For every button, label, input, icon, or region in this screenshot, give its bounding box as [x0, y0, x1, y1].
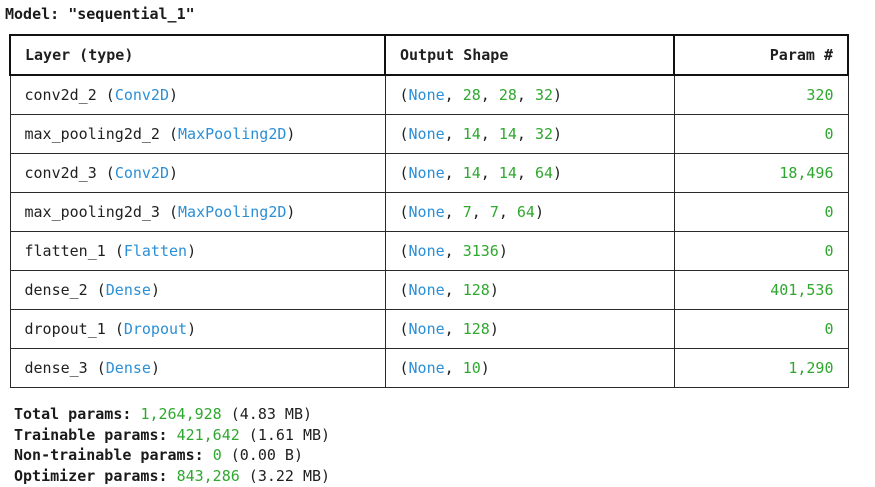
param-count-cell: 401,536 — [673, 269, 849, 310]
table-row: dense_3 (Dense)(None, 10)1,290 — [9, 347, 849, 388]
params-total-row: Trainable params: 421,642 (1.61 MB) — [14, 425, 330, 446]
output-shape-cell: (None, 14, 14, 64) — [384, 152, 675, 193]
layer-type: Dense — [105, 280, 151, 299]
table-header-row: Layer (type) Output Shape Param # — [9, 34, 849, 76]
table-row: dense_2 (Dense)(None, 128)401,536 — [9, 269, 849, 310]
params-value: 421,642 — [176, 425, 240, 444]
shape-dim: 14 — [462, 124, 481, 143]
param-count-cell: 0 — [673, 230, 849, 271]
params-size: (0.00 B) — [221, 446, 303, 464]
layer-type: Conv2D — [114, 163, 169, 182]
params-size: (4.83 MB) — [221, 405, 313, 423]
output-shape-cell: (None, 14, 14, 32) — [384, 113, 675, 154]
shape-dim: None — [408, 85, 445, 104]
layer-type: Flatten — [123, 241, 188, 260]
shape-dim: None — [408, 358, 445, 377]
layer-name: flatten_1 — [24, 241, 115, 260]
layer-name: dropout_1 — [24, 319, 115, 338]
params-totals: Total params: 1,264,928 (4.83 MB)Trainab… — [14, 404, 330, 486]
layer-cell: dense_3 (Dense) — [9, 347, 386, 388]
params-size: (3.22 MB) — [239, 466, 331, 485]
layer-type: Conv2D — [114, 85, 169, 104]
layer-name: max_pooling2d_3 — [24, 202, 169, 221]
layer-name: conv2d_3 — [24, 163, 106, 182]
header-param-count: Param # — [673, 34, 849, 76]
layer-type: MaxPooling2D — [178, 124, 287, 143]
header-output-shape: Output Shape — [384, 34, 675, 76]
param-count-cell: 0 — [673, 113, 849, 154]
layer-type: Dense — [105, 358, 151, 377]
shape-dim: 14 — [498, 124, 517, 143]
shape-dim: None — [408, 163, 445, 182]
shape-dim: 10 — [462, 358, 481, 377]
params-label: Optimizer params: — [14, 466, 177, 485]
shape-dim: 7 — [489, 202, 499, 221]
shape-dim: 64 — [516, 202, 535, 221]
shape-dim: 7 — [462, 202, 472, 221]
output-shape-cell: (None, 7, 7, 64) — [384, 191, 675, 232]
layer-cell: flatten_1 (Flatten) — [9, 230, 386, 271]
table-row: flatten_1 (Flatten)(None, 3136)0 — [9, 230, 849, 271]
params-value: 843,286 — [176, 466, 240, 485]
model-title: Model: "sequential_1" — [5, 5, 195, 23]
params-size: (1.61 MB) — [239, 425, 331, 444]
layer-cell: max_pooling2d_2 (MaxPooling2D) — [9, 113, 386, 154]
layer-type: MaxPooling2D — [178, 202, 287, 221]
shape-dim: 3136 — [462, 241, 499, 260]
params-label: Total params: — [14, 405, 141, 423]
shape-dim: 128 — [462, 280, 490, 299]
table-row: max_pooling2d_3 (MaxPooling2D)(None, 7, … — [9, 191, 849, 232]
table-row: max_pooling2d_2 (MaxPooling2D)(None, 14,… — [9, 113, 849, 154]
shape-dim: None — [408, 241, 445, 260]
layer-name: max_pooling2d_2 — [24, 124, 169, 143]
shape-dim: 14 — [498, 163, 517, 182]
param-count-cell: 18,496 — [673, 152, 849, 193]
shape-dim: None — [408, 280, 445, 299]
shape-dim: 28 — [498, 85, 517, 104]
header-layer-type: Layer (type) — [9, 34, 386, 76]
param-count-cell: 320 — [673, 74, 849, 115]
shape-dim: 32 — [534, 124, 554, 143]
output-shape-cell: (None, 128) — [384, 308, 675, 349]
shape-dim: 64 — [534, 163, 554, 182]
param-count-cell: 0 — [673, 191, 849, 232]
params-total-row: Total params: 1,264,928 (4.83 MB) — [14, 404, 330, 425]
params-total-row: Non-trainable params: 0 (0.00 B) — [14, 445, 330, 466]
params-value: 1,264,928 — [140, 405, 222, 423]
layer-cell: conv2d_3 (Conv2D) — [9, 152, 386, 193]
shape-dim: None — [408, 124, 445, 143]
layer-cell: conv2d_2 (Conv2D) — [9, 74, 386, 115]
param-count-cell: 0 — [673, 308, 849, 349]
shape-dim: 128 — [462, 319, 490, 338]
output-shape-cell: (None, 10) — [384, 347, 675, 388]
table-row: dropout_1 (Dropout)(None, 128)0 — [9, 308, 849, 349]
params-value: 0 — [212, 446, 222, 464]
table-row: conv2d_2 (Conv2D)(None, 28, 28, 32)320 — [9, 74, 849, 115]
params-label: Trainable params: — [14, 425, 177, 444]
layer-cell: dense_2 (Dense) — [9, 269, 386, 310]
layer-name: dense_3 — [24, 358, 97, 377]
params-total-row: Optimizer params: 843,286 (3.22 MB) — [14, 466, 330, 487]
params-label: Non-trainable params: — [14, 446, 213, 464]
shape-dim: 28 — [462, 85, 481, 104]
layer-name: conv2d_2 — [24, 85, 106, 104]
shape-dim: None — [408, 319, 445, 338]
layer-type: Dropout — [123, 319, 188, 338]
output-shape-cell: (None, 3136) — [384, 230, 675, 271]
param-count-cell: 1,290 — [673, 347, 849, 388]
layer-cell: max_pooling2d_3 (MaxPooling2D) — [9, 191, 386, 232]
shape-dim: None — [408, 202, 445, 221]
layer-name: dense_2 — [24, 280, 97, 299]
model-summary-table: Layer (type) Output Shape Param # conv2d… — [9, 34, 849, 388]
output-shape-cell: (None, 28, 28, 32) — [384, 74, 675, 115]
shape-dim: 32 — [534, 85, 554, 104]
output-shape-cell: (None, 128) — [384, 269, 675, 310]
shape-dim: 14 — [462, 163, 481, 182]
layer-cell: dropout_1 (Dropout) — [9, 308, 386, 349]
table-row: conv2d_3 (Conv2D)(None, 14, 14, 64)18,49… — [9, 152, 849, 193]
